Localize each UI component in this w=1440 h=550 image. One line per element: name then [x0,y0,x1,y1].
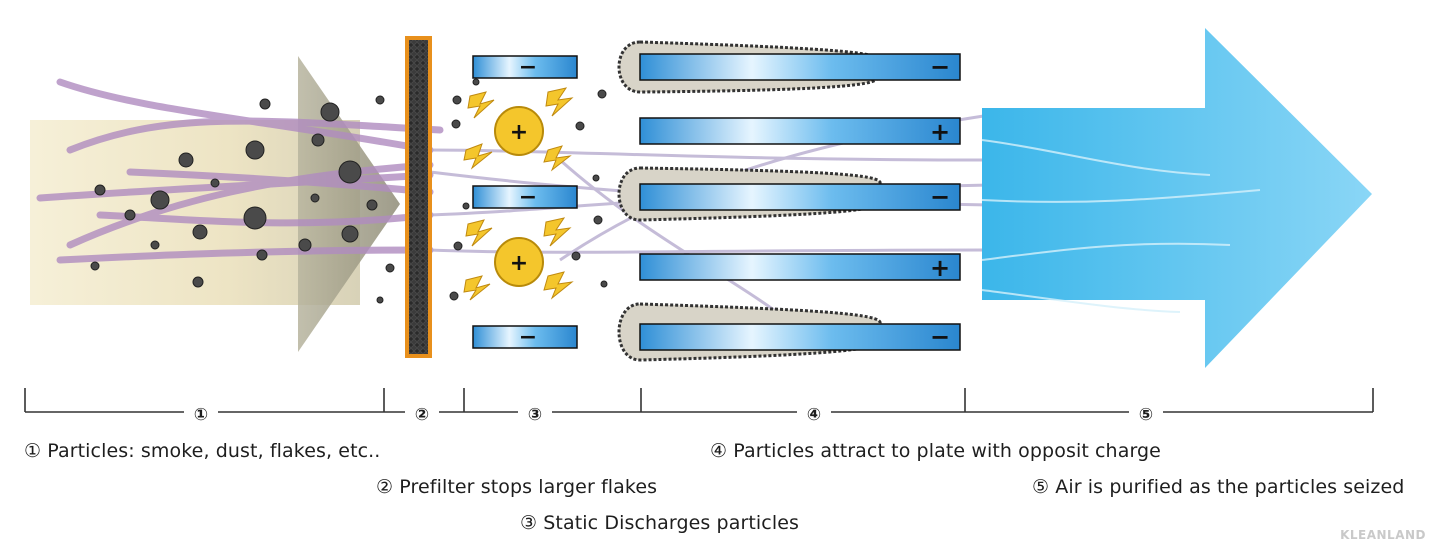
section-marker-4: ④ [807,405,821,425]
ion-emitters: + + [494,106,544,287]
caption-prefilter: ② Prefilter stops larger flakes [376,476,658,498]
ionizer-plate-bottom [472,325,578,349]
caption-plate-attraction: ④ Particles attract to plate with opposi… [710,440,1161,462]
clean-air-arrow [981,28,1372,368]
svg-text:+: + [510,251,528,276]
charged-particles [449,78,608,301]
collector-plate-3 [639,183,961,211]
section-scale [24,388,1374,413]
ionizer-plate-middle [472,185,578,209]
section-markers: ① ② ③ ④ ⑤ [184,397,1163,427]
collector-plate-3-sign: − [930,183,950,211]
collector-plate-2-sign: + [930,118,950,146]
collector-plate-2 [639,117,961,145]
ionizer-plate-top [472,55,578,79]
section-marker-2: ② [415,405,429,425]
collector-plate-4 [639,253,961,281]
section-marker-3: ③ [528,405,542,425]
ion-emitter-bottom [494,237,544,287]
section-marker-1: ① [194,405,208,425]
collector-plate-5 [639,323,961,351]
caption-air-purified: ⑤ Air is purified as the particles seize… [1032,476,1405,498]
collector-plate-5-sign: − [930,323,950,351]
incoming-arrow-head [298,56,400,352]
ion-emitter-top [494,106,544,156]
ionizer-plate-top-sign: − [519,55,537,80]
section-marker-5: ⑤ [1139,405,1153,425]
svg-text:+: + [510,120,528,145]
ionizer-plates: − − − [472,55,578,350]
collector-plate-4-sign: + [930,254,950,282]
brand-watermark: KLEANLAND [1340,528,1426,542]
lightning-bolts [463,87,574,301]
prefilter [405,36,432,358]
smoke-fibers [36,78,444,264]
collector-plate-1 [639,53,961,81]
ionizer-plate-middle-sign: − [519,185,537,210]
collector-plate-1-sign: − [930,53,950,81]
caption-particles: ① Particles: smoke, dust, flakes, etc.. [24,440,381,462]
dirty-airflow [30,56,400,352]
ionizer-plate-bottom-sign: − [519,325,537,350]
collector-plates: − + − + − [617,40,961,362]
dust-particles [90,95,395,304]
caption-static-discharge: ③ Static Discharges particles [520,512,800,534]
